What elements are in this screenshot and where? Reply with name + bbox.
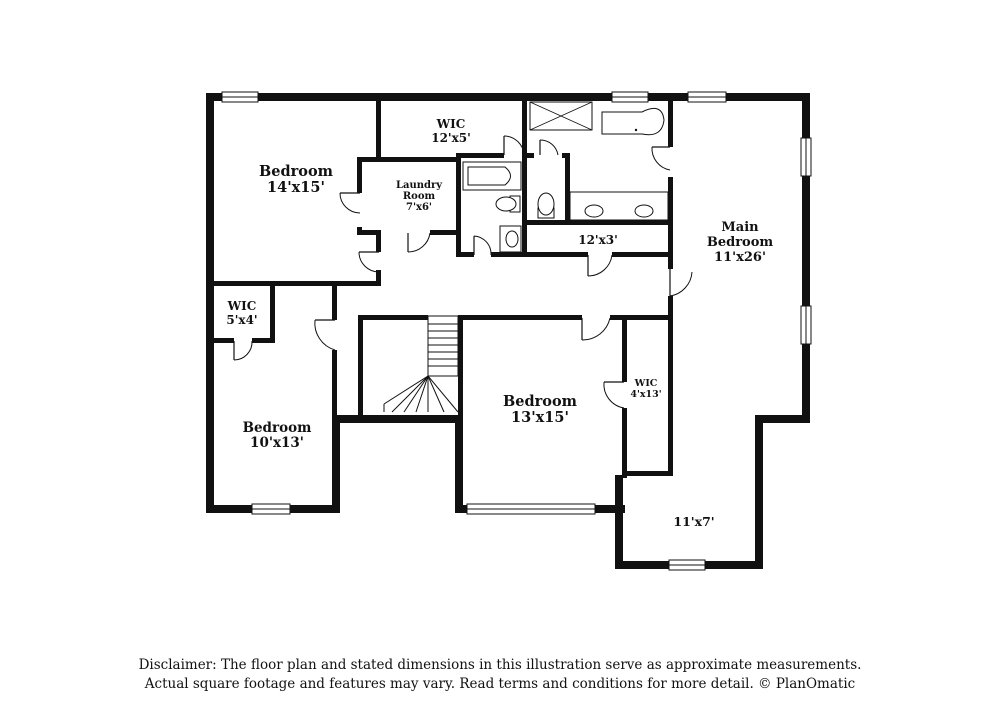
toilet-icon <box>537 192 555 219</box>
door-wic-top <box>503 135 525 156</box>
window-nook <box>668 559 706 571</box>
door-12x3-closet <box>587 254 613 277</box>
bedroom-sw-name: Bedroom <box>243 420 312 436</box>
door-bath <box>539 139 559 156</box>
window-east-lower <box>800 305 812 345</box>
window-east-upper <box>800 137 812 177</box>
door-wic-right <box>603 381 625 409</box>
laundry-size: 7'x6' <box>406 202 432 213</box>
wic-right-name: WIC <box>634 378 658 389</box>
wic-top-name: WIC <box>436 117 466 131</box>
door-main-bath <box>651 146 671 171</box>
door-center-bedroom <box>581 317 611 341</box>
main-bedroom-name-line2: Bedroom <box>707 235 774 250</box>
window-nw <box>221 91 259 103</box>
shower-icon <box>529 101 593 131</box>
laundry-name-line2: Room <box>403 191 436 202</box>
bedroom-nw-size: 14'x15' <box>267 179 325 196</box>
main-bedroom-name-line1: Main <box>721 220 759 235</box>
window-bath-top <box>611 91 649 103</box>
nook-size: 11'x7' <box>673 514 714 529</box>
wic-left-name: WIC <box>227 299 257 313</box>
bedroom-sw-size: 10'x13' <box>250 435 304 451</box>
main-bedroom-size: 11'x26' <box>714 250 766 265</box>
window-main-top <box>687 91 727 103</box>
door-nw-bedroom <box>339 192 361 214</box>
hall-toilet-icon <box>495 195 521 213</box>
door-laundry <box>407 232 431 253</box>
disclaimer-line-1: Disclaimer: The floor plan and stated di… <box>138 657 862 673</box>
bedroom-center-name: Bedroom <box>503 393 578 410</box>
interior-walls <box>210 97 673 478</box>
fixtures <box>462 101 669 253</box>
door-hall-bath <box>473 235 492 256</box>
window-sw <box>251 503 291 515</box>
door-wic-left <box>233 340 253 361</box>
wic-left-size: 5'x4' <box>226 313 257 327</box>
wic-top-size: 12'x5' <box>431 131 471 145</box>
closet-12x3-size: 12'x3' <box>578 233 618 247</box>
bathtub-icon <box>601 107 665 136</box>
disclaimer-line-2: Actual square footage and features may v… <box>144 676 856 692</box>
hall-bathtub-icon <box>462 161 522 191</box>
bedroom-nw-name: Bedroom <box>259 163 334 180</box>
window-center-bedroom <box>466 503 596 515</box>
wic-right-size: 4'x13' <box>630 389 661 400</box>
door-nw-bedroom-lower <box>358 251 380 273</box>
door-sw-bedroom <box>314 319 336 351</box>
windows <box>221 91 812 571</box>
hall-sink-icon <box>499 225 522 253</box>
door-main-bedroom <box>669 269 693 297</box>
vanity-icon <box>569 191 669 221</box>
doors <box>233 135 693 409</box>
room-labels: Bedroom 14'x15' WIC 12'x5' Laundry Room … <box>226 117 773 529</box>
bedroom-center-size: 13'x15' <box>511 409 569 426</box>
staircase <box>383 315 459 413</box>
laundry-name-line1: Laundry <box>396 180 443 191</box>
